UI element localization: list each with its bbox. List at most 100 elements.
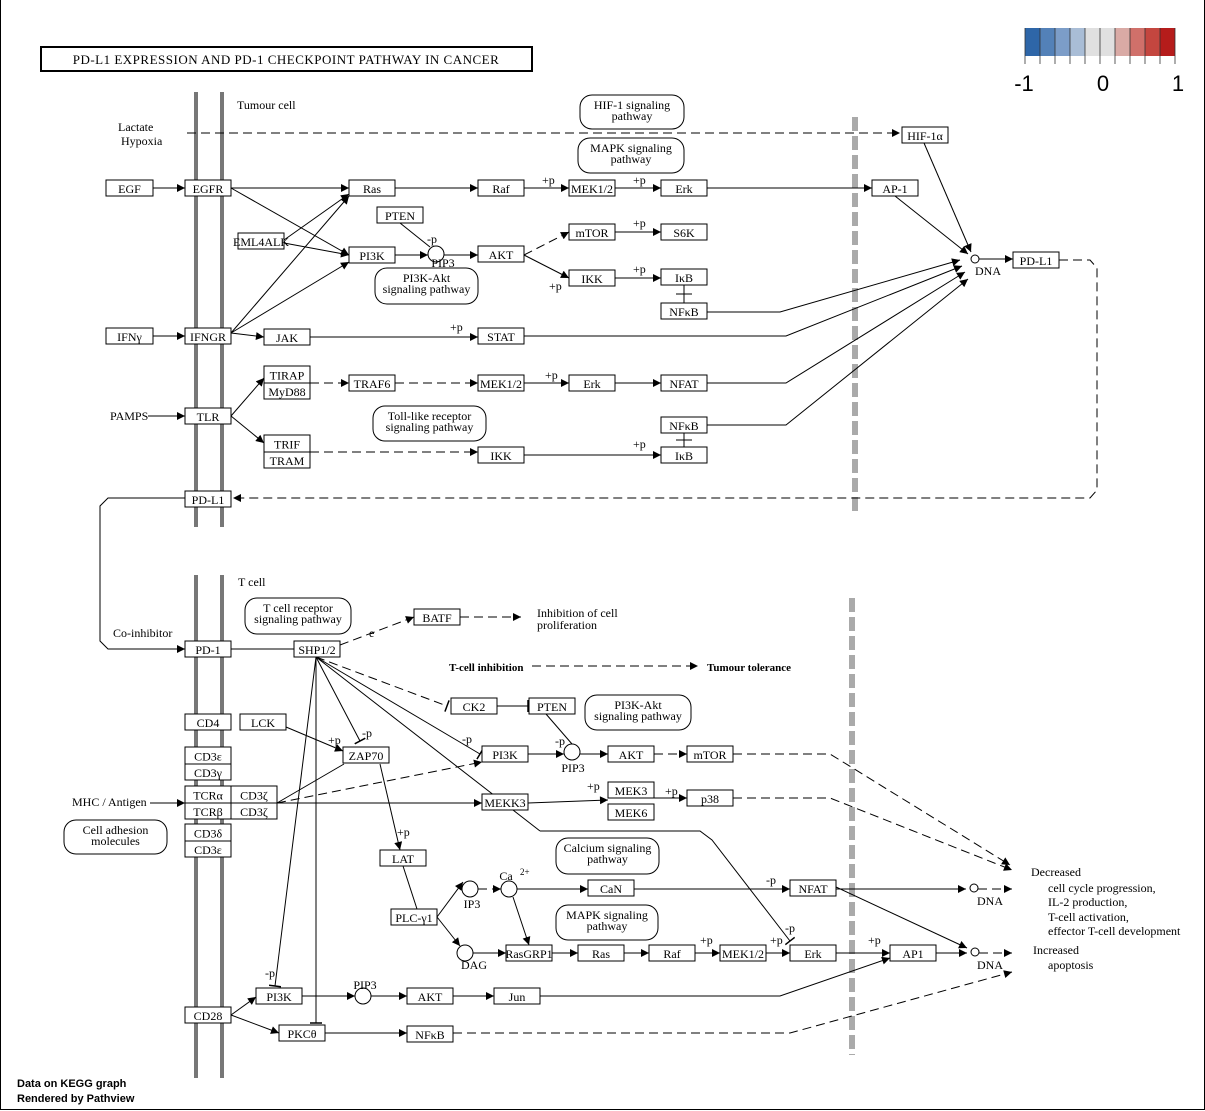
gene-node-erk2[interactable]: Erk	[568, 374, 616, 392]
gene-node-cd3e2[interactable]: CD3ε	[184, 840, 232, 858]
pathway-box[interactable]	[372, 405, 487, 442]
gene-node-box[interactable]	[660, 446, 708, 464]
gene-node-mek6[interactable]: MEK6	[607, 803, 655, 821]
gene-node-mekk3[interactable]: MEKK3	[481, 793, 529, 811]
gene-node-box[interactable]	[263, 328, 311, 346]
gene-node-box[interactable]	[686, 789, 734, 807]
gene-node-pd-1[interactable]: PD-1	[184, 640, 232, 658]
gene-node-box[interactable]	[406, 1025, 454, 1043]
gene-node-cd28[interactable]: CD28	[184, 1006, 232, 1024]
compound-circle[interactable]	[970, 947, 980, 957]
gene-node-stat[interactable]: STAT	[477, 327, 525, 345]
gene-node-box[interactable]	[789, 944, 837, 962]
gene-node-box[interactable]	[263, 382, 311, 400]
gene-node-box[interactable]	[184, 179, 232, 197]
gene-node-pten1[interactable]: PTEN	[376, 206, 424, 224]
gene-node-box[interactable]	[184, 713, 232, 731]
pathway-box[interactable]	[555, 837, 660, 875]
gene-node-box[interactable]	[719, 944, 767, 962]
gene-node-cd3z2[interactable]: CD3ζ	[230, 802, 278, 820]
pathway-box[interactable]	[577, 137, 685, 174]
gene-node-akt1[interactable]: AKT	[477, 245, 525, 263]
gene-node-box[interactable]	[342, 746, 390, 764]
gene-node-box[interactable]	[184, 327, 232, 345]
gene-node-rasgrp1[interactable]: RasGRP1	[505, 944, 553, 962]
gene-node-box[interactable]	[237, 232, 285, 250]
gene-node-box[interactable]	[607, 781, 655, 799]
gene-node-akt2[interactable]: AKT	[607, 745, 655, 763]
gene-node-ifngr[interactable]: IFNGR	[184, 327, 232, 345]
pathway-box[interactable]	[244, 597, 352, 635]
gene-node-zap70[interactable]: ZAP70	[342, 746, 390, 764]
gene-node-egf[interactable]: EGF	[105, 179, 154, 197]
gene-node-box[interactable]	[660, 302, 708, 320]
compound-circle[interactable]	[354, 987, 372, 1005]
gene-node-cd3d[interactable]: CD3δ	[184, 823, 232, 842]
gene-node-box[interactable]	[413, 608, 461, 626]
gene-node-box[interactable]	[889, 944, 937, 962]
gene-node-lat[interactable]: LAT	[379, 849, 427, 867]
gene-node-box[interactable]	[648, 944, 696, 962]
gene-node-box[interactable]	[660, 179, 708, 197]
gene-node-box[interactable]	[376, 206, 424, 224]
dna-tcell-1[interactable]: DNA	[969, 883, 1003, 908]
gene-node-box[interactable]	[184, 1006, 232, 1024]
gene-node-ras1[interactable]: Ras	[348, 179, 396, 197]
gene-node-pi3k3[interactable]: PI3K	[255, 987, 303, 1005]
gene-node-mek12b[interactable]: MEK1/2	[477, 374, 525, 392]
pathway-box[interactable]	[584, 694, 692, 731]
gene-node-box[interactable]	[348, 179, 396, 197]
gene-node-box[interactable]	[660, 268, 708, 286]
gene-node-pkct[interactable]: PKCθ	[278, 1024, 326, 1042]
gene-node-box[interactable]	[493, 987, 541, 1005]
gene-node-mtor1[interactable]: mTOR	[568, 223, 616, 241]
gene-node-box[interactable]	[105, 327, 154, 345]
gene-node-box[interactable]	[568, 269, 616, 287]
gene-node-ifny[interactable]: IFNγ	[105, 327, 154, 345]
gene-node-box[interactable]	[239, 713, 287, 731]
gene-node-box[interactable]	[184, 763, 232, 781]
gene-node-ikb2[interactable]: IκB	[660, 446, 708, 464]
gene-node-mek12c[interactable]: MEK1/2	[719, 944, 767, 962]
gene-node-box[interactable]	[660, 374, 708, 392]
pathway-box[interactable]	[555, 904, 659, 941]
gene-node-cd3z1[interactable]: CD3ζ	[230, 785, 278, 804]
gene-node-ikk2[interactable]: IKK	[477, 446, 525, 464]
gene-node-box[interactable]	[477, 327, 525, 345]
gene-node-box[interactable]	[607, 745, 655, 763]
gene-node-jak[interactable]: JAK	[263, 328, 311, 346]
gene-node-box[interactable]	[450, 697, 498, 715]
gene-node-box[interactable]	[528, 697, 576, 715]
gene-node-box[interactable]	[901, 126, 949, 144]
gene-node-box[interactable]	[105, 179, 154, 197]
gene-node-nfat1[interactable]: NFAT	[660, 374, 708, 392]
pathway-box[interactable]	[374, 267, 479, 305]
gene-node-ck2[interactable]: CK2	[450, 697, 498, 715]
gene-node-box[interactable]	[184, 640, 232, 658]
gene-node-pi3k1[interactable]: PI3K	[348, 246, 396, 264]
gene-node-p38[interactable]: p38	[686, 789, 734, 807]
ip3-compound[interactable]: IP3	[461, 880, 480, 911]
gene-node-cd3y[interactable]: CD3γ	[184, 763, 232, 781]
gene-node-eml4alk[interactable]: EML4ALK	[233, 232, 289, 250]
gene-node-erk3[interactable]: Erk	[789, 944, 837, 962]
gene-node-myd88[interactable]: MyD88	[263, 382, 311, 400]
gene-node-nfkb1[interactable]: NFκB	[660, 302, 708, 320]
gene-node-box[interactable]	[568, 223, 616, 241]
gene-node-tcrb[interactable]: TCRβ	[184, 802, 232, 820]
gene-node-tram[interactable]: TRAM	[263, 451, 311, 469]
gene-node-nfkb2[interactable]: NFκB	[660, 416, 708, 434]
gene-node-tlr[interactable]: TLR	[184, 407, 232, 425]
dna-tcell-2[interactable]: DNA	[970, 947, 1003, 972]
gene-node-traf6[interactable]: TRAF6	[348, 374, 396, 392]
gene-node-box[interactable]	[379, 849, 427, 867]
gene-node-box[interactable]	[568, 374, 616, 392]
gene-node-box[interactable]	[871, 179, 919, 197]
gene-node-cd4[interactable]: CD4	[184, 713, 232, 731]
